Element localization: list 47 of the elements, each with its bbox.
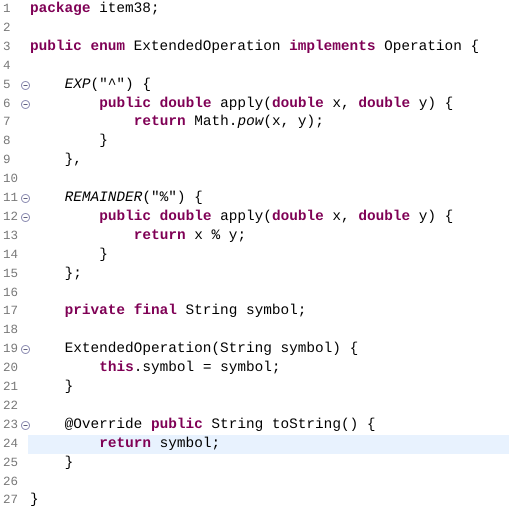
code-line: REMAINDER("%") { bbox=[64, 189, 203, 208]
line-number: 3 bbox=[3, 38, 11, 56]
line-number: 17 bbox=[3, 303, 18, 320]
code-line: @Override public String toString() { bbox=[64, 416, 376, 435]
code-line: EXP("^") { bbox=[64, 76, 151, 95]
code-line: } bbox=[64, 378, 74, 397]
code-line: } bbox=[64, 454, 74, 473]
line-number: 8 bbox=[3, 133, 11, 150]
line-number: 20 bbox=[3, 360, 18, 378]
code-line: } bbox=[99, 246, 108, 265]
line-number: 1 bbox=[3, 1, 11, 18]
code-line: public double apply(double x, double y) { bbox=[99, 208, 454, 227]
line-number: 19 bbox=[3, 341, 18, 358]
line-number: 27 bbox=[3, 492, 18, 510]
code-line: this.symbol = symbol; bbox=[99, 359, 281, 378]
code-line: return Math.pow(x, y); bbox=[134, 113, 324, 132]
line-number: 24 bbox=[3, 436, 18, 453]
line-number: 26 bbox=[3, 474, 18, 490]
code-line: private final String symbol; bbox=[64, 302, 306, 322]
line-number: 7 bbox=[3, 114, 11, 132]
line-number: 22 bbox=[3, 398, 18, 415]
line-number: 21 bbox=[3, 379, 18, 396]
code-line: } bbox=[99, 132, 108, 152]
code-line: return symbol; bbox=[99, 434, 220, 454]
line-number: 10 bbox=[3, 171, 18, 188]
code-line: }; bbox=[64, 264, 82, 284]
code-line: ExtendedOperation(String symbol) { bbox=[64, 340, 358, 360]
code-line: public double apply(double x, double y) { bbox=[99, 94, 454, 114]
line-number: 6 bbox=[3, 96, 11, 112]
code-line: return x % y; bbox=[134, 226, 246, 246]
line-number: 12 bbox=[3, 208, 18, 226]
line-number: 2 bbox=[3, 20, 11, 37]
code-line: package item38; bbox=[30, 0, 160, 19]
line-number: 14 bbox=[3, 246, 18, 264]
line-number: 4 bbox=[3, 58, 11, 75]
line-number: 15 bbox=[3, 266, 18, 283]
code-line: }, bbox=[64, 151, 82, 170]
line-number: 16 bbox=[3, 284, 18, 302]
line-number: 18 bbox=[3, 322, 18, 340]
code-line: public enum ExtendedOperation implements Operation { bbox=[30, 38, 480, 57]
line-number: 23 bbox=[3, 416, 18, 434]
line-number: 11 bbox=[3, 190, 18, 207]
line-number: 9 bbox=[3, 152, 11, 170]
code-line: } bbox=[30, 491, 39, 510]
line-number: 5 bbox=[3, 76, 11, 94]
line-number: 13 bbox=[3, 228, 18, 245]
line-number: 25 bbox=[3, 454, 18, 472]
